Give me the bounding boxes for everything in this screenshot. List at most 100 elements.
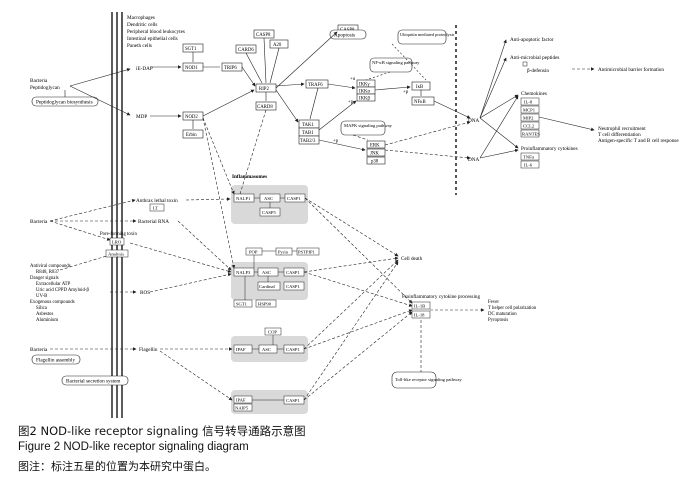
chem-item-label: IL-8 xyxy=(524,100,533,105)
danger-signal-item: UV-B xyxy=(36,294,47,299)
ikkb-label: IKKβ xyxy=(359,97,371,102)
cardinal-node[interactable] xyxy=(257,281,281,291)
casp1c-label: CASP1 xyxy=(286,284,300,289)
cyt-item[interactable] xyxy=(520,152,540,161)
ipaf-label: IPAF xyxy=(236,347,246,352)
figure-caption-cn: 图2 NOD-like receptor signaling 信号转导通路示意图 xyxy=(18,424,306,438)
mapk-pathway-link[interactable] xyxy=(340,120,386,136)
cyt-item[interactable] xyxy=(520,160,540,169)
chem-item[interactable] xyxy=(520,121,540,130)
flagellin-label: Flagellin xyxy=(139,347,158,353)
flagellin-assembly-label: Flagellin assembly xyxy=(36,358,75,364)
tab23-label: TAB2/3 xyxy=(300,139,316,144)
jnk-label: JNK xyxy=(370,152,379,157)
exogenous-item: Asbestos xyxy=(36,312,53,317)
naip5-node[interactable] xyxy=(233,403,253,412)
nalp3-label: NALP3 xyxy=(236,270,251,275)
danger-signals-label: Danger signals xyxy=(30,276,59,281)
casp1e-label: CASP1 xyxy=(286,398,300,403)
pyrin-node[interactable] xyxy=(275,247,293,256)
rip2-label: RIP2 xyxy=(259,87,269,92)
a20-label: A20 xyxy=(273,43,282,48)
fever-label: Fever xyxy=(488,300,499,305)
dna-label-2: DNA xyxy=(468,157,479,163)
flagellin-assembly-box[interactable] xyxy=(31,354,81,365)
dna-label-1: DNA xyxy=(468,118,479,124)
chem-item-label: CCL2 xyxy=(523,124,535,129)
tak1-label: TAK1 xyxy=(302,123,314,128)
p38-label: p38 xyxy=(371,160,379,165)
lro-node[interactable] xyxy=(109,237,125,246)
pstpip1-node[interactable] xyxy=(296,247,320,256)
naip5-label: NAIP5 xyxy=(235,406,249,411)
antimicrobial-peptides-label: Anti-microbial peptides xyxy=(510,55,559,61)
bacterial-rna-label: Bacterial RNA xyxy=(138,219,169,225)
p38-node[interactable] xyxy=(366,156,386,165)
chem-item[interactable] xyxy=(520,113,540,122)
casp1c-node[interactable] xyxy=(283,281,305,291)
secretion-system-box[interactable] xyxy=(61,375,129,386)
hsp90-label: HSP90 xyxy=(258,302,272,307)
anti-apoptotic-label: Anti-apoptotic factor xyxy=(510,36,554,43)
sgt1-inflam-label: SGT1 xyxy=(236,302,248,307)
pore-toxin-label: Pore-forming toxin xyxy=(100,232,138,237)
nod1-label: NOD1 xyxy=(185,66,198,71)
ikka-label: IKKα xyxy=(359,90,371,95)
p-mark-1: +p xyxy=(403,90,409,95)
ikkg-label: IKKγ xyxy=(359,83,371,88)
nfkb-pathway-label: NF-κB signaling pathway xyxy=(372,60,420,65)
apoptosis-link[interactable] xyxy=(329,29,367,40)
cytokine-processing-label: Proinflammatory cytokine processing xyxy=(402,293,480,300)
hsp90-node[interactable] xyxy=(255,299,277,308)
ubiquitin-link[interactable] xyxy=(397,29,447,45)
tab1-label: TAB1 xyxy=(302,131,314,136)
il18-node[interactable] xyxy=(411,310,431,319)
card8-label: CARD8 xyxy=(257,105,273,110)
figure-caption-en: Figure 2 NOD-like receptor signaling dia… xyxy=(18,441,249,453)
cell-type-list: Macrophages Dendritic cells Peripheral b… xyxy=(127,15,185,49)
cell-membrane xyxy=(111,12,123,418)
defensin-marker xyxy=(522,61,528,67)
erbin-label: Erbin xyxy=(186,133,197,138)
erk-node[interactable] xyxy=(366,140,386,149)
jnk-node[interactable] xyxy=(366,148,386,157)
cell-type: Dendritic cells xyxy=(127,22,157,28)
p-mark-3: +p xyxy=(333,139,339,144)
chem-item[interactable] xyxy=(520,105,540,114)
chem-item-label: MCP1 xyxy=(523,108,536,113)
sgt1-label: SGT1 xyxy=(185,47,197,52)
ipaf2-node[interactable] xyxy=(233,395,253,404)
chem-item[interactable] xyxy=(520,97,540,106)
sgt1-inflam-node[interactable] xyxy=(233,299,253,308)
casp1-label: CASP1 xyxy=(287,196,301,201)
tolllike-link[interactable] xyxy=(391,371,437,389)
chemokines-label: Chemokines xyxy=(521,91,547,97)
cardinal-label: Cardinal xyxy=(259,284,276,289)
il1b-node[interactable] xyxy=(411,301,431,310)
peptidoglycan-biosynthesis-label: Peptidoglycan biosynthesis xyxy=(36,100,93,106)
chem-item-label: MIP2 xyxy=(523,116,534,121)
cyt-item-label: TNFα xyxy=(523,155,535,160)
inflammasome-nalp1-group xyxy=(231,185,308,224)
inflammasome-nalp3-group xyxy=(231,262,308,300)
danger-signal-item: Uric acid CPPD Amyloid-β xyxy=(36,288,89,293)
ikkb-node[interactable] xyxy=(356,93,376,102)
mdp-label: MDP xyxy=(136,114,147,120)
chem-item[interactable] xyxy=(520,129,540,138)
erbin-node[interactable] xyxy=(182,129,204,139)
lt-node[interactable] xyxy=(149,203,165,212)
trip6-label: TRIP6 xyxy=(224,66,237,71)
danger-signal-item: Extracellular ATP xyxy=(36,282,71,287)
asc-label: ASC xyxy=(264,196,273,201)
exogenous-item: Aluminium xyxy=(36,318,58,323)
tolllike-label: Toll-like receptor signaling pathway xyxy=(395,377,462,382)
lt-label: LT xyxy=(153,206,158,211)
ub-mark: +u xyxy=(350,77,356,82)
secretion-system-label: Bacterial secretion system xyxy=(66,379,120,385)
analysis-node[interactable] xyxy=(105,249,129,258)
cop-label: COP xyxy=(268,330,277,335)
cyt-item-label: IL-6 xyxy=(524,163,533,168)
antiviral-compounds: R848, R837 xyxy=(36,270,60,275)
nalp1-label: NALP1 xyxy=(236,196,251,201)
asc3-label: ASC xyxy=(262,347,271,352)
